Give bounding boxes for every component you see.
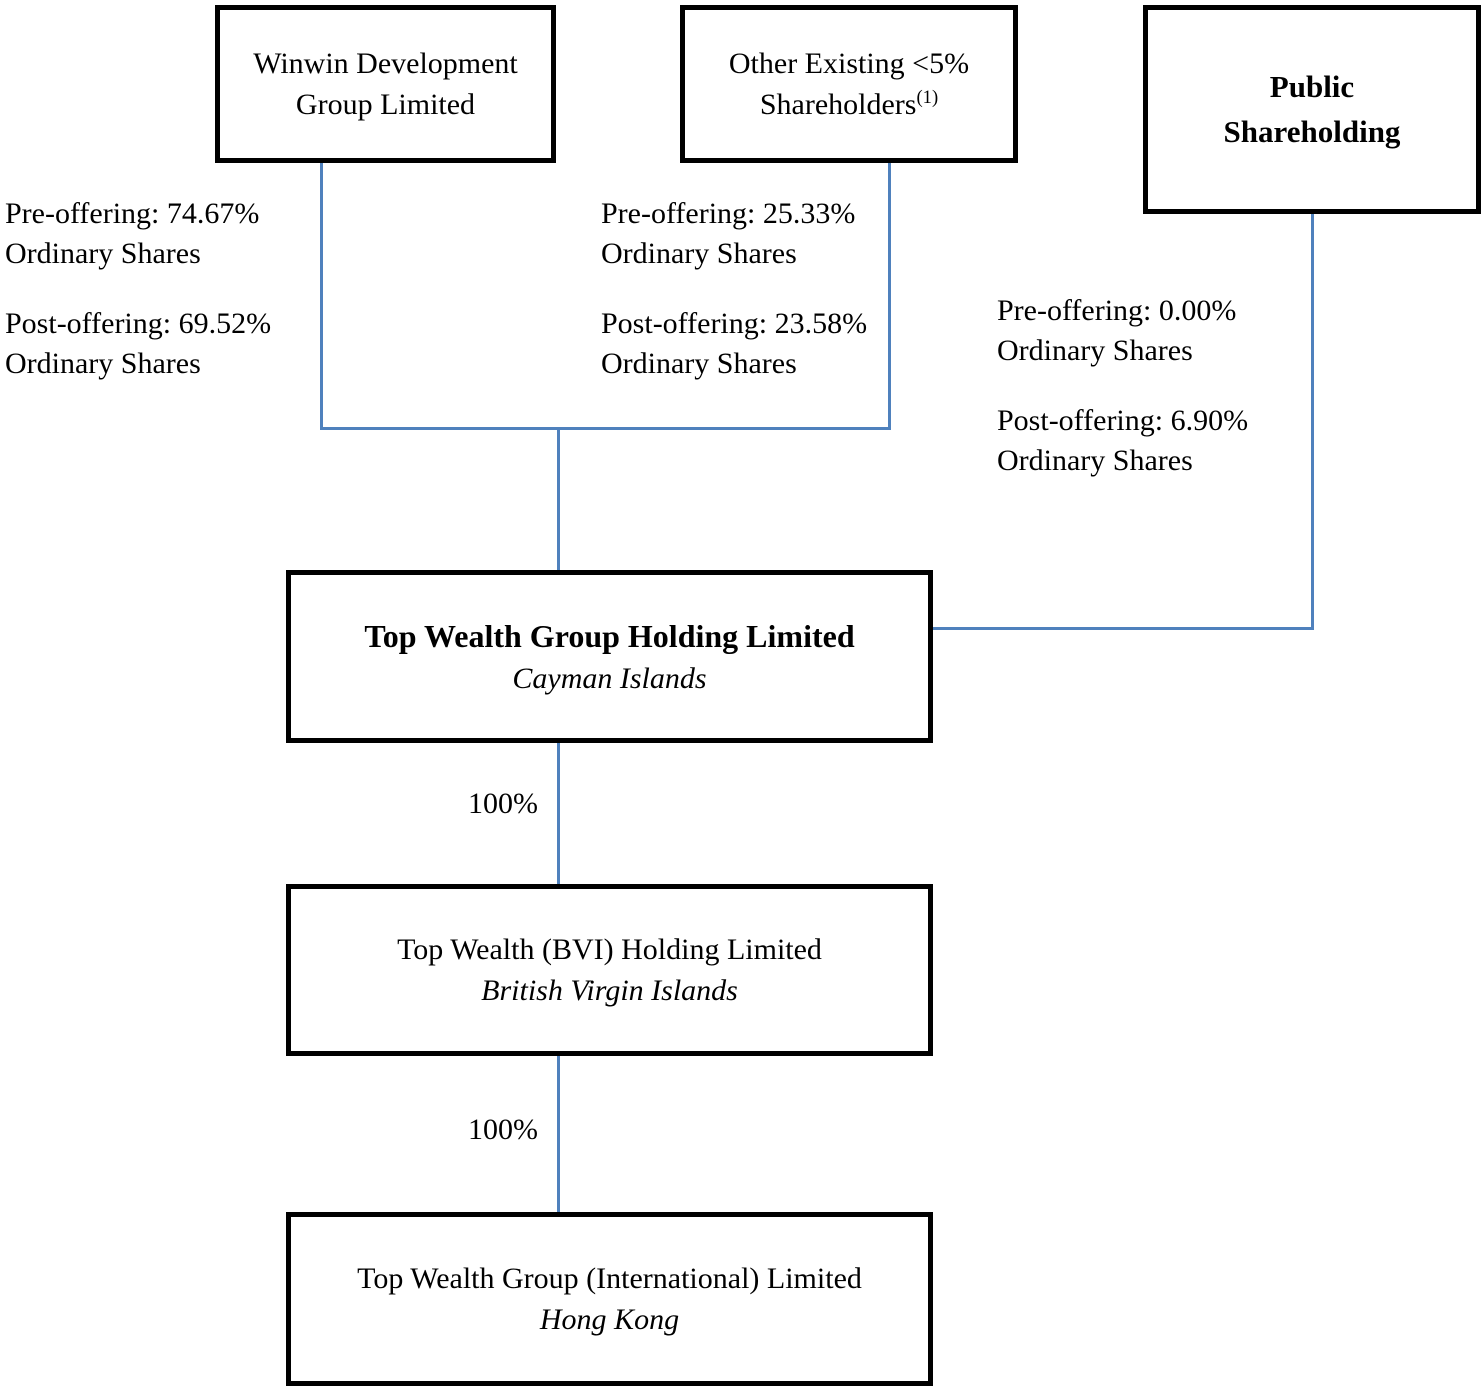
bvi-jurisdiction: British Virgin Islands	[481, 974, 738, 1007]
international-jurisdiction: Hong Kong	[539, 1303, 680, 1336]
other-post-offering: Post-offering: 23.58% Ordinary Shares	[601, 307, 868, 380]
node-top-wealth-bvi: Top Wealth (BVI) Holding Limited British…	[286, 884, 933, 1056]
public-pre-offering: Pre-offering: 0.00% Ordinary Shares	[997, 294, 1237, 367]
ownership-label-winwin: Pre-offering: 74.67% Ordinary Shares Pos…	[5, 194, 271, 384]
other-pre-offering: Pre-offering: 25.33% Ordinary Shares	[601, 197, 856, 270]
connector-other-down	[888, 162, 891, 430]
node-other-existing-shareholders: Other Existing <5% Shareholders(1)	[680, 5, 1018, 163]
node-public-shareholding: Public Shareholding	[1143, 5, 1481, 214]
ownership-label-other-existing: Pre-offering: 25.33% Ordinary Shares Pos…	[601, 194, 867, 384]
connector-holding-to-bvi	[557, 742, 560, 884]
public-post-offering: Post-offering: 6.90% Ordinary Shares	[997, 404, 1249, 477]
connector-join-to-holding	[557, 427, 560, 570]
international-company-name: Top Wealth Group (International) Limited	[357, 1261, 862, 1295]
edge-label-holding-to-bvi: 100%	[468, 787, 538, 820]
edge-label-bvi-to-international: 100%	[468, 1113, 538, 1146]
winwin-pre-offering: Pre-offering: 74.67% Ordinary Shares	[5, 197, 260, 270]
connector-winwin-down	[320, 162, 323, 430]
bvi-company-name: Top Wealth (BVI) Holding Limited	[397, 932, 822, 966]
connector-bvi-to-international	[557, 1055, 560, 1212]
node-public-label: Public Shareholding	[1223, 68, 1401, 149]
winwin-post-offering: Post-offering: 69.52% Ordinary Shares	[5, 307, 272, 380]
ownership-label-public: Pre-offering: 0.00% Ordinary Shares Post…	[997, 291, 1248, 481]
node-winwin-development: Winwin Development Group Limited	[215, 5, 556, 163]
node-international-label: Top Wealth Group (International) Limited…	[357, 1258, 862, 1341]
footnote-marker: (1)	[916, 87, 939, 108]
node-bvi-label: Top Wealth (BVI) Holding Limited British…	[397, 929, 822, 1012]
node-top-wealth-group-holding: Top Wealth Group Holding Limited Cayman …	[286, 570, 933, 743]
holding-company-name: Top Wealth Group Holding Limited	[364, 617, 855, 654]
node-winwin-label: Winwin Development Group Limited	[253, 46, 518, 121]
connector-public-down	[1311, 213, 1314, 630]
connector-public-horizontal	[932, 627, 1314, 630]
node-top-wealth-international: Top Wealth Group (International) Limited…	[286, 1212, 933, 1386]
holding-jurisdiction: Cayman Islands	[512, 661, 707, 695]
connector-join-horizontal	[320, 427, 891, 430]
node-holding-label: Top Wealth Group Holding Limited Cayman …	[364, 614, 854, 700]
node-other-label: Other Existing <5% Shareholders(1)	[728, 46, 970, 121]
